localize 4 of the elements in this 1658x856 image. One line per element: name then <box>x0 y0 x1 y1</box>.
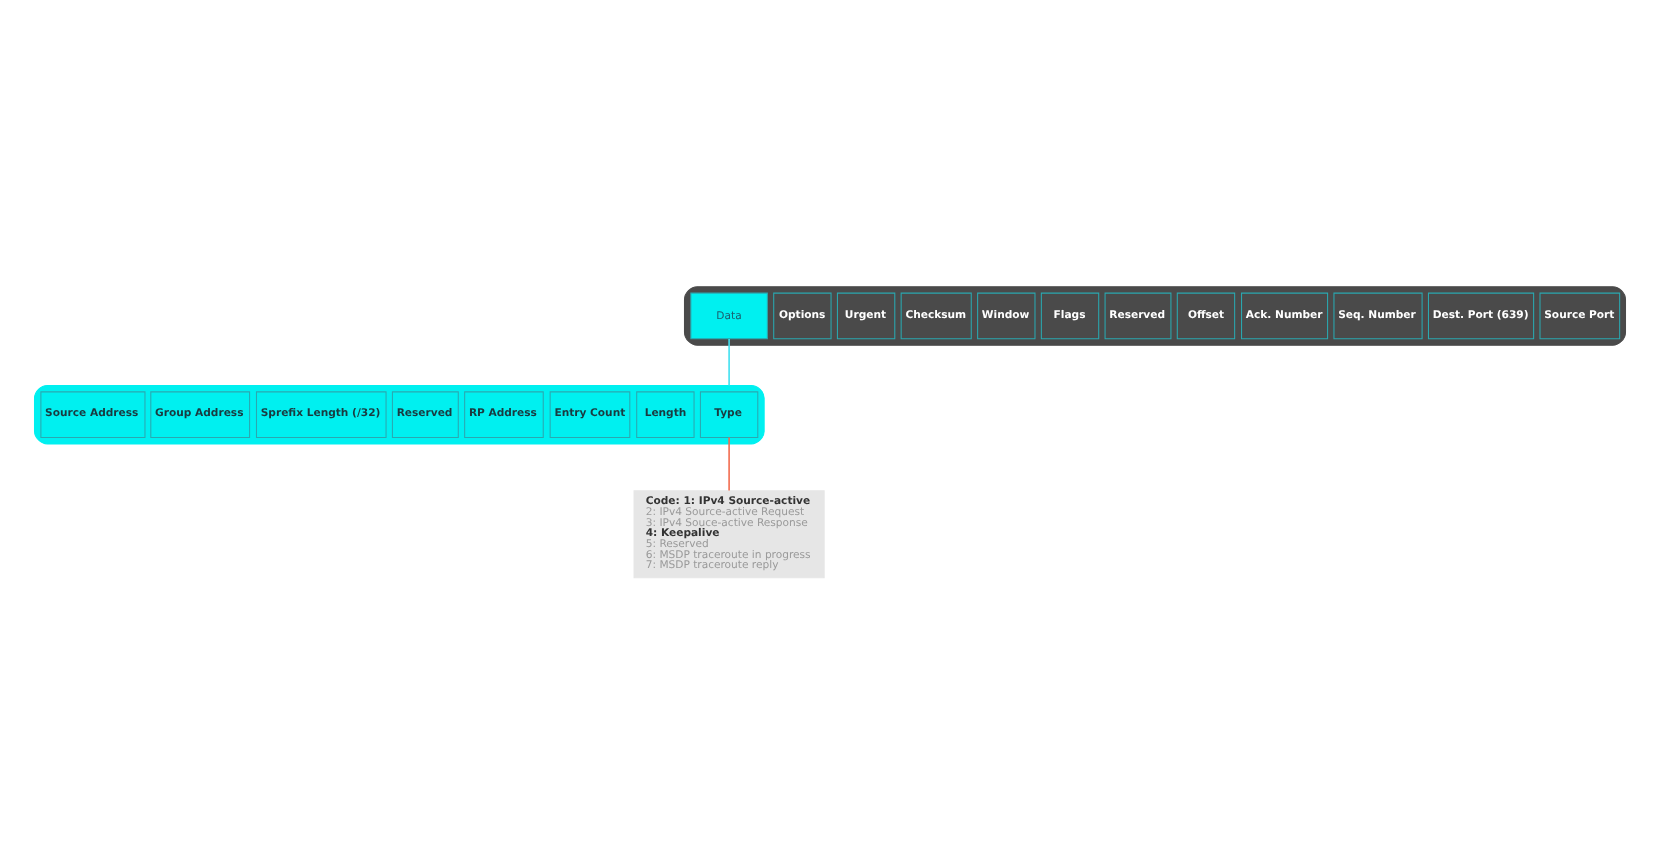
cluster <box>682 286 1625 346</box>
cluster <box>33 385 764 445</box>
connector <box>727 338 729 387</box>
connector <box>727 436 729 492</box>
